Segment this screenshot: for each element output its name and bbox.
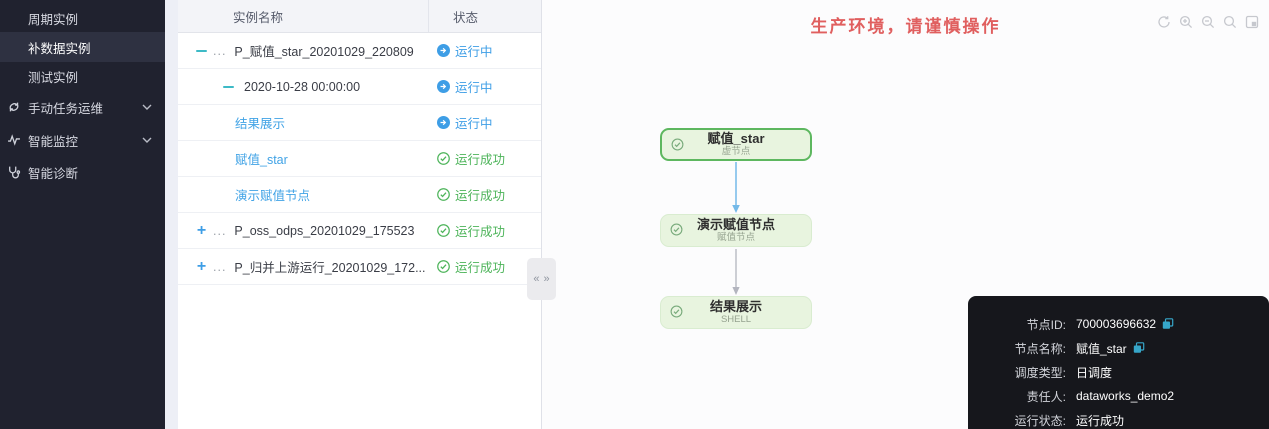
minimap-icon[interactable] [1245,15,1259,29]
instance-name: P_oss_odps_20201029_175523 [234,223,415,238]
column-header-instance-name: 实例名称 [233,10,284,25]
sidebar-item-test-instances[interactable]: 测试实例 [0,61,165,91]
success-check-icon [670,223,683,236]
chevron-down-icon [142,100,152,114]
status-text: 运行中 [455,45,493,59]
success-status-icon [437,224,450,237]
node-title: 演示赋值节点 [696,217,775,232]
table-header: 实例名称 状态 [178,0,541,33]
copy-icon[interactable] [1162,318,1174,330]
status-text: 运行中 [455,81,493,95]
collapse-row-icon[interactable] [222,85,235,88]
table-row[interactable]: ... P_赋值_star_20201029_220809 运行中 [178,33,541,69]
dag-edge-arrow [732,162,740,213]
table-row[interactable]: + ... P_归并上游运行_20201029_172... 运行成功 [178,249,541,285]
panel-collapse-control: « » [527,258,556,300]
status-text: 运行成功 [455,261,506,275]
success-check-icon [670,305,683,318]
node-title: 结果展示 [709,299,762,314]
zoom-in-icon[interactable] [1179,15,1193,29]
running-status-icon [437,80,450,93]
expand-row-icon[interactable]: + [196,257,207,275]
tooltip-label: 节点名称: [1014,341,1066,356]
pulse-icon [7,133,21,147]
node-subtitle: 赋值节点 [716,232,755,243]
table-row[interactable]: 赋值_star 运行成功 [178,141,541,177]
collapse-row-icon[interactable] [195,49,208,52]
table-row[interactable]: 结果展示 运行中 [178,105,541,141]
sidebar-item-label: 智能监控 [28,134,79,149]
refresh-icon[interactable] [1157,15,1171,29]
tooltip-value-owner: dataworks_demo2 [1076,389,1175,403]
dag-node-result-display[interactable]: 结果展示 SHELL [660,296,812,329]
instance-name: P_赋值_star_20201029_220809 [234,45,414,59]
status-text: 运行中 [455,117,493,131]
dag-node-assign-star[interactable]: 赋值_star 虚节点 [660,128,812,161]
success-status-icon [437,260,450,273]
ellipsis-icon: ... [213,259,227,274]
instance-name-link[interactable]: 结果展示 [235,117,286,131]
sidebar: 周期实例 补数据实例 测试实例 手动任务运维 [0,0,165,429]
success-check-icon [671,138,684,151]
chevron-down-icon [142,133,152,147]
dag-canvas: 生产环境，请谨慎操作 赋值_star 虚节点 [542,0,1269,429]
copy-icon[interactable] [1133,342,1145,354]
sidebar-item-label: 手动任务运维 [28,101,104,116]
running-status-icon [437,44,450,57]
column-header-status: 状态 [428,0,541,32]
instance-name-link[interactable]: 赋值_star [235,153,288,167]
search-icon[interactable] [1223,15,1237,29]
expand-row-icon[interactable]: + [196,223,207,238]
tooltip-value-run-status: 运行成功 [1076,413,1125,428]
sidebar-item-label: 周期实例 [28,12,79,27]
instance-table-panel: 实例名称 状态 ... P_赋值_star_20201029_220809 运行… [178,0,541,429]
sidebar-item-manual-task-ops[interactable]: 手动任务运维 [0,92,165,122]
sidebar-item-backfill-instances[interactable]: 补数据实例 [0,32,165,62]
status-text: 运行成功 [455,225,506,239]
panel-gap [165,0,178,429]
table-row[interactable]: + ... P_oss_odps_20201029_175523 运行成功 [178,213,541,249]
instance-name: 2020-10-28 00:00:00 [244,79,361,94]
table-row[interactable]: 2020-10-28 00:00:00 运行中 [178,69,541,105]
tooltip-value-node-name: 赋值_star [1076,341,1127,356]
sidebar-item-cycle-instances[interactable]: 周期实例 [0,3,165,33]
sidebar-item-smart-diagnosis[interactable]: 智能诊断 [0,157,165,187]
zoom-out-icon[interactable] [1201,15,1215,29]
node-subtitle: SHELL [720,314,752,325]
node-subtitle: 虚节点 [721,146,751,157]
status-text: 运行成功 [455,153,506,167]
sync-icon [7,100,21,114]
dag-edge-arrow [732,249,740,295]
ellipsis-icon: ... [213,223,227,238]
dag-node-demo-assign[interactable]: 演示赋值节点 赋值节点 [660,214,812,247]
success-status-icon [437,152,450,165]
running-status-icon [437,116,450,129]
tooltip-label: 运行状态: [1014,413,1066,428]
table-row[interactable]: 演示赋值节点 运行成功 [178,177,541,213]
dag-toolbar [1157,15,1259,29]
tooltip-value-schedule-type: 日调度 [1076,365,1113,380]
expand-panel-button[interactable]: » [543,272,550,285]
sidebar-item-label: 智能诊断 [28,166,79,181]
node-detail-tooltip: 节点ID: 700003696632 节点名称: 赋值_star 调度类型: 日… [968,296,1269,429]
ellipsis-icon: ... [213,43,227,58]
node-title: 赋值_star [707,131,765,146]
diagnose-icon [7,165,21,179]
instance-name: P_归并上游运行_20201029_172... [234,261,426,275]
tooltip-label: 调度类型: [1014,365,1066,380]
success-status-icon [437,188,450,201]
tooltip-label: 责任人: [1026,389,1066,404]
sidebar-item-label: 补数据实例 [28,41,91,56]
instance-name-link[interactable]: 演示赋值节点 [235,189,311,203]
tooltip-value-node-id: 700003696632 [1076,317,1157,331]
sidebar-item-label: 测试实例 [28,70,79,85]
collapse-panel-button[interactable]: « [533,272,540,285]
production-warning-text: 生产环境，请谨慎操作 [810,17,1001,36]
sidebar-item-smart-monitor[interactable]: 智能监控 [0,125,165,155]
panel-divider [541,0,542,429]
tooltip-label: 节点ID: [1026,317,1066,332]
status-text: 运行成功 [455,189,506,203]
